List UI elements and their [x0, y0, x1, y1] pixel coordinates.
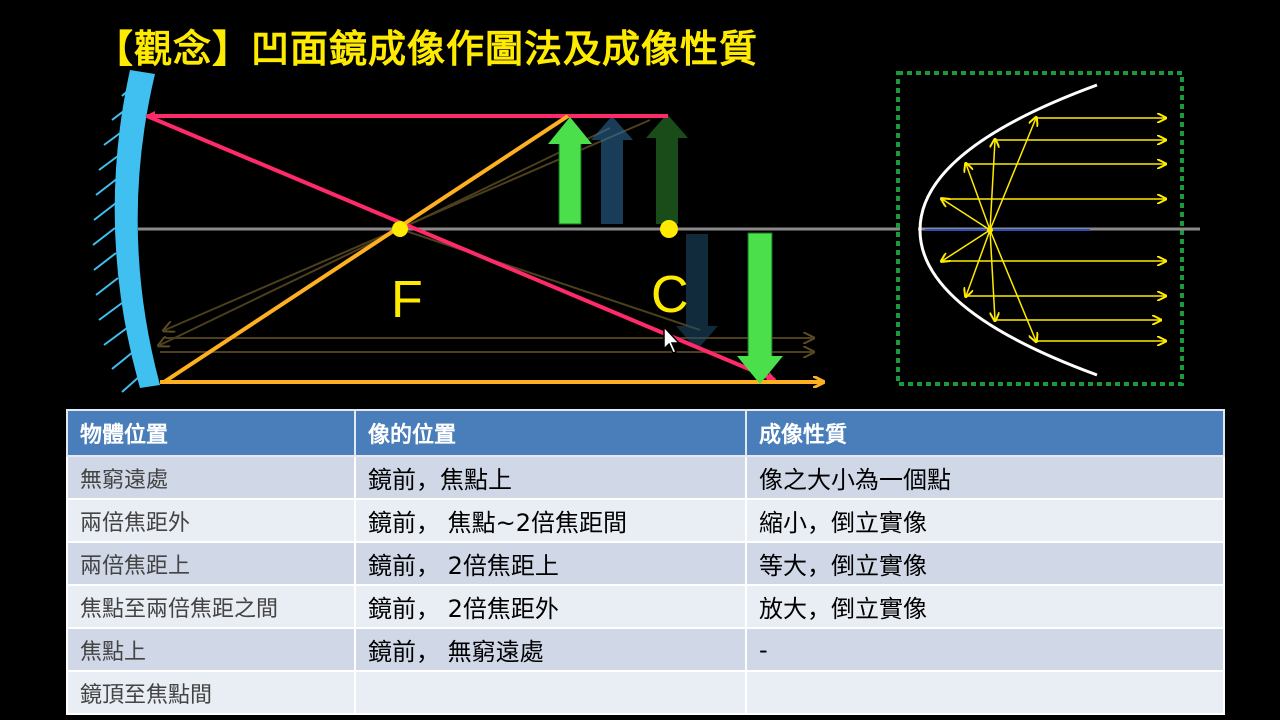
image-position-cell: 鏡前， 2倍焦距外 [354, 584, 747, 629]
table-header-row: 物體位置 像的位置 成像性質 [66, 409, 1225, 457]
image-position-cell: 鏡前， 焦點~2倍焦距間 [354, 498, 747, 543]
table-row: 兩倍焦距外 鏡前， 焦點~2倍焦距間 縮小，倒立實像 [66, 498, 1225, 543]
center-label: C [651, 266, 689, 324]
image-position-cell [354, 670, 747, 715]
header-image-position: 像的位置 [354, 409, 747, 457]
image-properties-cell: - [745, 627, 1225, 672]
center-point [660, 220, 678, 238]
image-properties-cell: 縮小，倒立實像 [745, 498, 1225, 543]
image-properties-cell [745, 670, 1225, 715]
focus-rays [942, 118, 1036, 341]
object-position-cell: 無窮遠處 [66, 455, 356, 500]
object-position-cell: 鏡頂至焦點間 [66, 670, 356, 715]
focal-point [392, 221, 408, 237]
object-position-cell: 焦點上 [66, 627, 356, 672]
image-arrow [737, 232, 783, 384]
header-object-position: 物體位置 [66, 409, 356, 457]
table-row: 焦點至兩倍焦距之間 鏡前， 2倍焦距外 放大，倒立實像 [66, 584, 1225, 629]
concave-mirror [114, 70, 160, 388]
faded-image-arrows [591, 114, 718, 350]
image-properties-cell: 像之大小為一個點 [745, 455, 1225, 500]
inset-focal-point [987, 227, 993, 233]
image-position-cell: 鏡前， 無窮遠處 [354, 627, 747, 672]
table-row: 焦點上 鏡前， 無窮遠處 - [66, 627, 1225, 672]
object-position-cell: 兩倍焦距上 [66, 541, 356, 586]
table-row: 無窮遠處 鏡前，焦點上 像之大小為一個點 [66, 455, 1225, 500]
header-image-properties: 成像性質 [745, 409, 1225, 457]
table-row: 兩倍焦距上 鏡前， 2倍焦距上 等大，倒立實像 [66, 541, 1225, 586]
image-properties-cell: 放大，倒立實像 [745, 584, 1225, 629]
page-title: 【觀念】凹面鏡成像作圖法及成像性質 [95, 27, 759, 71]
focus-label: F [391, 271, 423, 329]
orange-rays [160, 114, 822, 382]
image-position-cell: 鏡前， 2倍焦距上 [354, 541, 747, 586]
parabola [918, 83, 1098, 377]
image-properties-table: 物體位置 像的位置 成像性質 無窮遠處 鏡前，焦點上 像之大小為一個點 兩倍焦距… [66, 409, 1225, 715]
object-position-cell: 兩倍焦距外 [66, 498, 356, 543]
mouse-cursor-icon [663, 326, 681, 354]
object-arrow [548, 117, 592, 225]
object-position-cell: 焦點至兩倍焦距之間 [66, 584, 356, 629]
table-row: 鏡頂至焦點間 [66, 670, 1225, 715]
image-position-cell: 鏡前，焦點上 [354, 455, 747, 500]
image-properties-cell: 等大，倒立實像 [745, 541, 1225, 586]
